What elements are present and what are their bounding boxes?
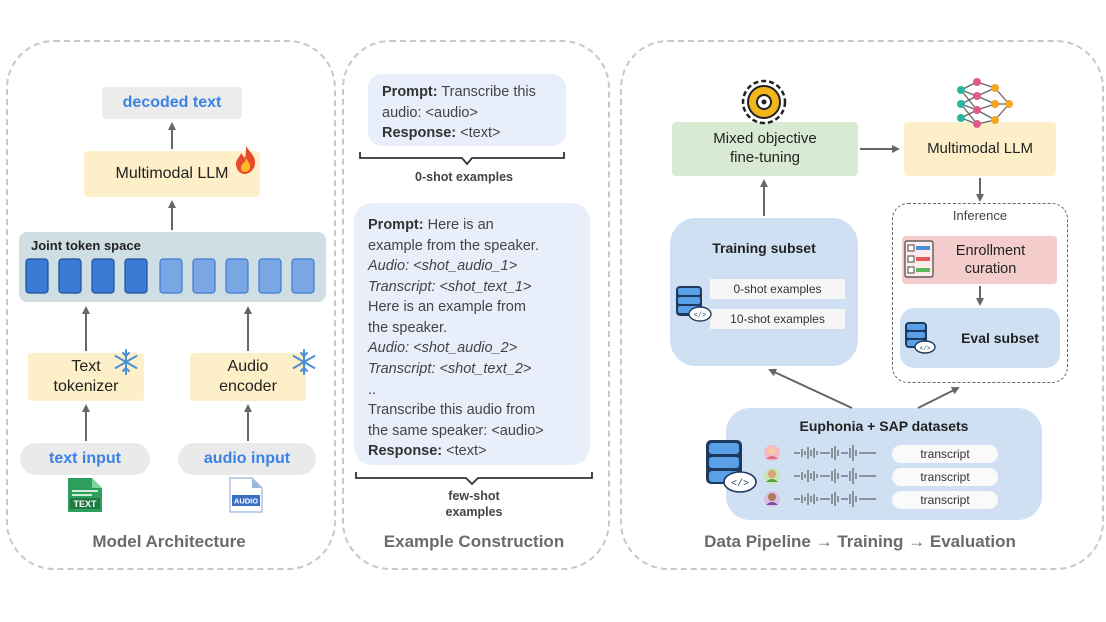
waveform-icon bbox=[794, 468, 876, 484]
zero-shot-prompt-card: Prompt: Transcribe this audio: <audio> R… bbox=[368, 74, 566, 146]
database-icon: </> bbox=[706, 440, 757, 493]
zero-shot-examples-label: 0-shot examples bbox=[415, 170, 513, 184]
multimodal-llm-box: Multimodal LLM bbox=[84, 151, 260, 197]
few-shot-line-10: Transcribe this audio from bbox=[368, 402, 536, 419]
text-input-label: text input bbox=[49, 450, 121, 467]
example-construction-panel bbox=[342, 40, 610, 570]
few-shot-prompt-card: Prompt: Here is an example from the spea… bbox=[354, 203, 590, 465]
model-architecture-title: Model Architecture bbox=[92, 532, 246, 551]
few-shot-line-8: Transcript: <shot_text_2> bbox=[368, 361, 532, 378]
token bbox=[225, 258, 249, 294]
snowflake-icon bbox=[114, 349, 138, 375]
arrow-datasets-to-inference bbox=[917, 387, 960, 409]
database-icon: </> bbox=[905, 322, 936, 354]
zero-shot-examples-chip: 0-shot examples bbox=[710, 279, 845, 299]
audio-encoder-label-1: Audio bbox=[227, 358, 269, 375]
text-file-label: TEXT bbox=[73, 499, 97, 509]
pipeline-llm-label: Multimodal LLM bbox=[927, 139, 1033, 157]
mixed-objective-label-2: fine-tuning bbox=[729, 149, 801, 166]
token bbox=[91, 258, 115, 294]
eval-subset-label: Eval subset bbox=[961, 330, 1039, 346]
few-shot-label-line-2: examples bbox=[445, 505, 503, 520]
few-shot-response-line: Response: <text> bbox=[368, 443, 487, 460]
text-input-pill: text input bbox=[20, 443, 150, 475]
mixed-objective-label-1: Mixed objective bbox=[713, 130, 817, 148]
data-pipeline-title: Data Pipeline → Training → Evaluation bbox=[704, 532, 1016, 551]
token bbox=[25, 258, 49, 294]
text-tokenizer-label-1: Text bbox=[71, 358, 101, 375]
fire-icon bbox=[236, 146, 256, 174]
few-shot-line-3: Audio: <shot_audio_1> bbox=[368, 258, 518, 275]
token bbox=[159, 258, 183, 294]
avatar bbox=[764, 445, 780, 461]
zero-shot-response-line: Response: <text> bbox=[382, 125, 501, 142]
arrow-datasets-to-training bbox=[768, 368, 853, 409]
few-shot-label-line-1: few-shot bbox=[448, 489, 500, 503]
pipeline-arrows bbox=[760, 145, 984, 409]
architecture-arrows bbox=[82, 122, 252, 441]
inference-group: Inference bbox=[892, 203, 1068, 383]
svg-text:</>: </> bbox=[920, 345, 931, 352]
text-file-icon: TEXT bbox=[68, 478, 102, 512]
waveform-icon bbox=[794, 445, 876, 461]
few-shot-line-7: Audio: <shot_audio_2> bbox=[368, 340, 518, 357]
audio-encoder-label-2: encoder bbox=[219, 378, 277, 395]
svg-text:</>: </> bbox=[731, 478, 749, 490]
enrollment-label-2: curation bbox=[964, 261, 1017, 277]
database-icon: </> bbox=[676, 286, 712, 322]
avatar bbox=[764, 468, 780, 484]
text-tokenizer-label-2: tokenizer bbox=[53, 378, 119, 395]
mixed-objective-box: Mixed objective fine-tuning bbox=[672, 122, 858, 176]
example-construction-title: Example Construction bbox=[383, 532, 565, 551]
data-pipeline-panel bbox=[620, 40, 1104, 570]
token bbox=[291, 258, 315, 294]
token bbox=[192, 258, 216, 294]
zero-shot-prompt-line-2: audio: <audio> bbox=[382, 104, 478, 121]
decoded-text-box: decoded text bbox=[102, 87, 242, 119]
transcript-chip-3: transcript bbox=[892, 491, 998, 509]
few-shot-line-5: Here is an example from bbox=[368, 299, 526, 316]
token-row bbox=[25, 258, 315, 294]
zero-shot-prompt-line-1: Prompt: Transcribe this bbox=[382, 84, 536, 100]
checklist-icon bbox=[904, 240, 934, 278]
token bbox=[124, 258, 148, 294]
pipeline-llm-box: Multimodal LLM bbox=[904, 122, 1056, 176]
zero-shot-brace bbox=[359, 152, 565, 166]
decoded-text-label: decoded text bbox=[122, 94, 222, 111]
few-shot-line-11: the same speaker: <audio> bbox=[368, 422, 544, 439]
audio-encoder-box: Audio encoder bbox=[190, 353, 306, 401]
ten-shot-examples-chip: 10-shot examples bbox=[710, 309, 845, 329]
audio-input-label: audio input bbox=[203, 450, 291, 467]
audio-file-icon: AUDIO bbox=[229, 477, 263, 513]
multimodal-llm-label: Multimodal LLM bbox=[115, 165, 229, 182]
waveform-icon bbox=[794, 491, 876, 507]
inference-label: Inference bbox=[952, 208, 1008, 223]
transcript-chip-2: transcript bbox=[892, 468, 998, 486]
neural-network-icon bbox=[957, 78, 1013, 128]
enrollment-label-1: Enrollment bbox=[955, 242, 1026, 259]
token bbox=[58, 258, 82, 294]
avatar bbox=[764, 491, 780, 507]
audio-file-label: AUDIO bbox=[234, 497, 258, 506]
svg-text:</>: </> bbox=[694, 312, 707, 320]
few-shot-brace bbox=[355, 472, 593, 486]
joint-token-space-label: Joint token space bbox=[31, 238, 141, 253]
few-shot-line-9: .. bbox=[368, 381, 377, 398]
gear-icon bbox=[741, 79, 787, 125]
few-shot-line-6: the speaker. bbox=[368, 319, 447, 336]
snowflake-icon bbox=[292, 349, 316, 375]
audio-input-pill: audio input bbox=[178, 443, 316, 475]
few-shot-line-2: example from the speaker. bbox=[368, 237, 539, 254]
datasets-label: Euphonia + SAP datasets bbox=[799, 418, 969, 434]
token bbox=[258, 258, 282, 294]
training-subset-label: Training subset bbox=[712, 240, 816, 256]
few-shot-line-1: Prompt: Here is an bbox=[368, 217, 494, 233]
model-architecture-panel bbox=[6, 40, 336, 570]
few-shot-line-4: Transcript: <shot_text_1> bbox=[368, 278, 532, 295]
few-shot-examples-label: few-shot examples bbox=[354, 488, 594, 521]
transcript-chip-1: transcript bbox=[892, 445, 998, 463]
